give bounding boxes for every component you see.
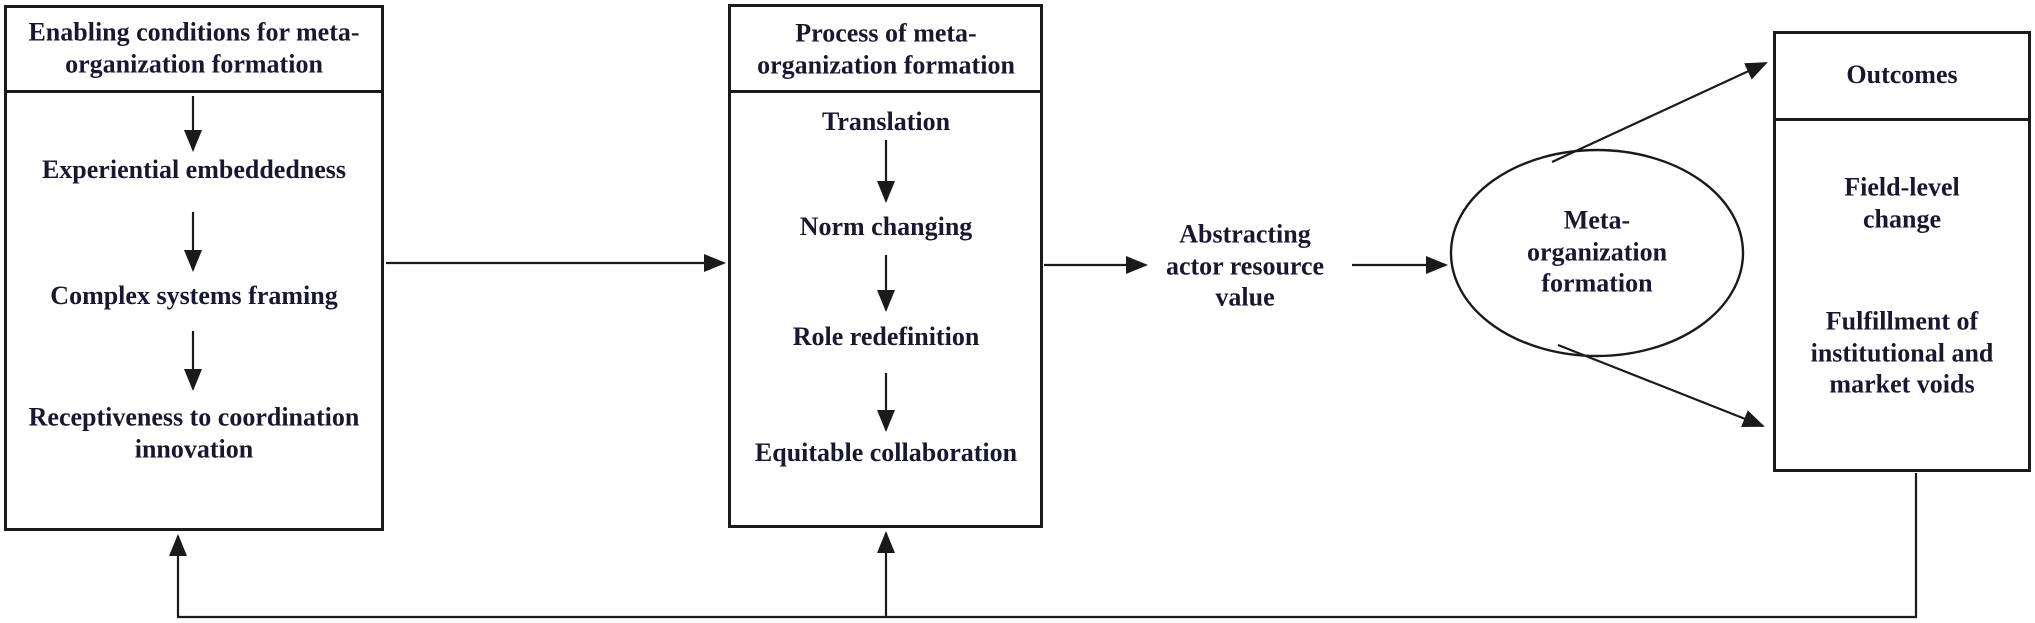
meta-organization-formation-ellipse	[1449, 148, 1745, 358]
enabling-conditions-title: Enabling conditions for meta- organizati…	[28, 17, 360, 78]
process-item-translation: Translation	[821, 107, 951, 137]
process-item-equitable-collaboration: Equitable collaboration	[754, 438, 1018, 468]
process-title-divider	[731, 90, 1040, 93]
arrow-ellipse-to-outcomes-bottom	[1557, 343, 1765, 428]
process-item-role-redefinition: Role redefinition	[792, 322, 980, 352]
process-box	[728, 4, 1043, 528]
arrow-ellipse-to-outcomes-top	[1551, 62, 1768, 163]
enabling-item-experiential-embeddedness: Experiential embeddedness	[41, 155, 347, 185]
outcomes-item-field-level-change: Field-level change	[1844, 172, 1960, 233]
outcomes-box	[1773, 31, 2031, 472]
outcomes-title: Outcomes	[1846, 60, 1958, 90]
feedback-loop-to-enabling	[169, 473, 1918, 619]
enabling-title-divider	[7, 90, 381, 93]
enabling-item-receptiveness: Receptiveness to coordination innovation	[28, 402, 360, 463]
process-item-norm-changing: Norm changing	[799, 212, 973, 242]
meta-organization-formation-label: Meta- organization formation	[1526, 205, 1668, 298]
abstracting-actor-resource-value-label: Abstracting actor resource value	[1165, 219, 1325, 312]
process-title: Process of meta- organization formation	[757, 18, 1015, 79]
outcomes-title-divider	[1776, 118, 2028, 121]
enabling-item-complex-systems-framing: Complex systems framing	[50, 281, 338, 311]
enabling-conditions-box	[4, 5, 384, 531]
outcomes-item-fulfillment-voids: Fulfillment of institutional and market …	[1810, 306, 1994, 399]
